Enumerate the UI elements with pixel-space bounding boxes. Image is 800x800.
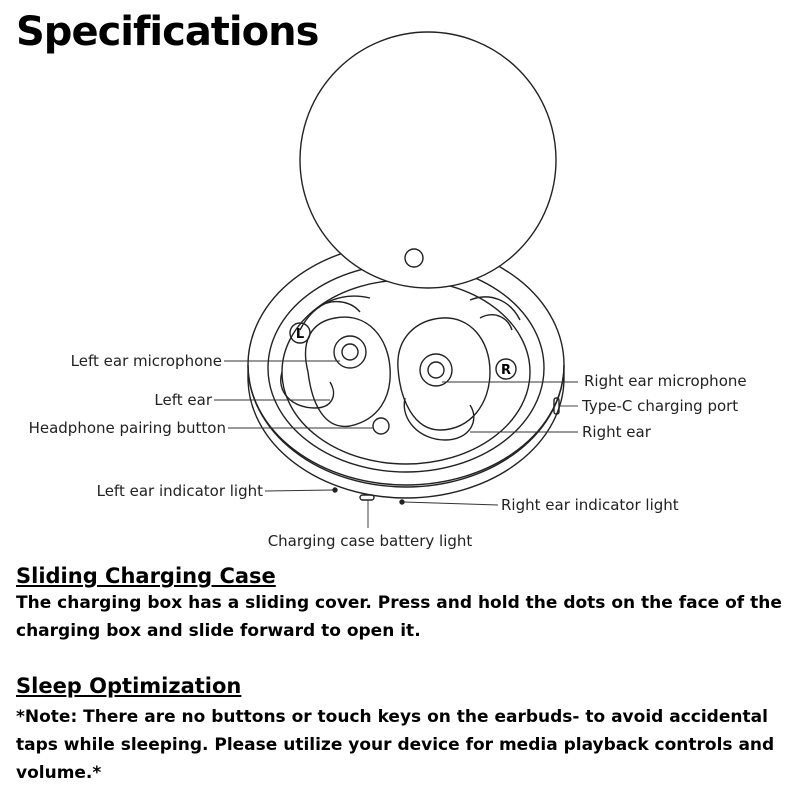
earbuds-case-diagram: L R Left ear microphone Left ear Headpho… (29, 31, 747, 550)
label-type-c-port: Type-C charging port (581, 397, 738, 415)
label-left-ear: Left ear (154, 391, 212, 409)
cover-dot (404, 248, 424, 268)
left-earbud (280, 295, 391, 428)
l-marker: L (296, 327, 304, 342)
label-right-ear-microphone: Right ear microphone (584, 372, 747, 390)
section-body-sliding-case: The charging box has a sliding cover. Pr… (16, 593, 782, 641)
sliding-cover (299, 31, 557, 289)
left-light-leader (264, 489, 334, 492)
left-mic-inner (341, 343, 359, 361)
label-right-ear: Right ear (582, 423, 652, 441)
right-light-leader (403, 501, 499, 506)
label-pairing-button: Headphone pairing button (29, 419, 226, 437)
right-indicator-dot (399, 499, 405, 505)
battery-light-slot (359, 494, 375, 501)
right-mic-inner (427, 361, 445, 379)
right-earbud (397, 296, 521, 441)
right-mic-outer (419, 353, 453, 387)
label-battery-light: Charging case battery light (268, 532, 473, 550)
r-marker-circle (495, 358, 517, 380)
pairing-button-shape (372, 417, 390, 435)
left-indicator-dot (332, 487, 338, 493)
label-right-indicator-light: Right ear indicator light (501, 496, 679, 514)
label-left-indicator-light: Left ear indicator light (97, 482, 264, 500)
section-body-sleep-optimization: *Note: There are no buttons or touch key… (16, 707, 775, 783)
page-title: Specifications (16, 9, 319, 55)
section-heading-sleep-optimization: Sleep Optimization (16, 674, 242, 698)
case-base (247, 364, 565, 499)
label-left-ear-microphone: Left ear microphone (71, 352, 222, 370)
section-heading-sliding-case: Sliding Charging Case (16, 564, 276, 588)
r-marker: R (501, 363, 511, 378)
left-mic-outer (333, 335, 367, 369)
l-marker-circle (289, 322, 311, 344)
